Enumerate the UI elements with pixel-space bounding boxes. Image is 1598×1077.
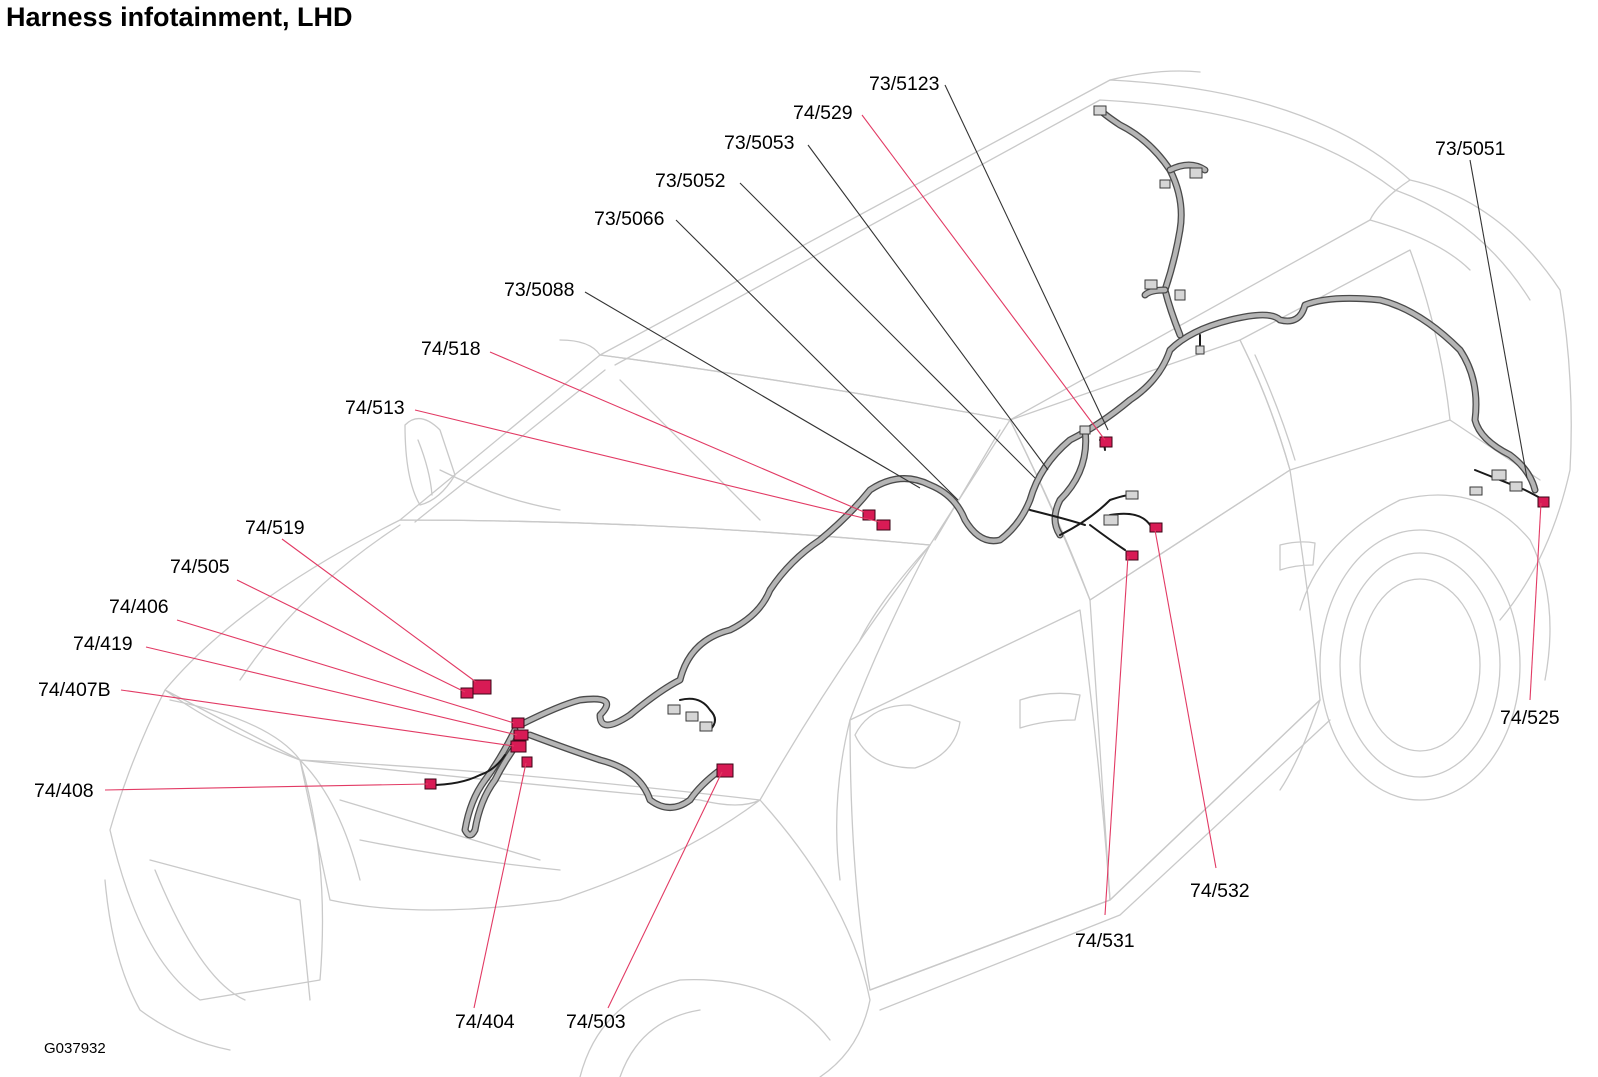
- connector-74-525: [1537, 496, 1550, 508]
- connector-74-531: [1125, 550, 1139, 561]
- callout-74-532: 74/532: [1190, 880, 1250, 902]
- leader-line-73-5088: [584, 291, 921, 489]
- leader-line-74-529: [861, 114, 1106, 441]
- callout-74-519: 74/519: [245, 517, 305, 539]
- callout-74-404: 74/404: [455, 1011, 515, 1033]
- leader-line-74-407B: [120, 689, 515, 747]
- leader-line-74-532: [1154, 529, 1217, 869]
- figure-code: G037932: [44, 1040, 106, 1057]
- connector-74-503: [716, 763, 734, 778]
- connector-74-404: [521, 756, 533, 768]
- callout-74-503: 74/503: [566, 1011, 626, 1033]
- connector-74-529: [1099, 436, 1113, 448]
- connector-74-407B: [510, 740, 527, 753]
- harness-infotainment: [424, 105, 1550, 839]
- connector-74-406: [511, 717, 525, 729]
- callout-74-525: 74/525: [1500, 707, 1560, 729]
- callout-labels: 73/5123 74/529 73/5053 73/5052 73/5066 7…: [34, 73, 1560, 1033]
- leader-line-74-406: [176, 619, 515, 724]
- leader-line-74-518: [489, 351, 865, 513]
- leader-line-74-525: [1529, 502, 1542, 701]
- connector-74-513: [876, 519, 891, 531]
- callout-74-518: 74/518: [421, 338, 481, 360]
- diagram-title: Harness infotainment, LHD: [6, 2, 353, 32]
- connector-74-532: [1149, 522, 1163, 533]
- callout-74-406: 74/406: [109, 596, 169, 618]
- leader-line-74-419: [145, 646, 518, 736]
- leader-line-73-5066: [675, 219, 959, 501]
- leader-line-74-404: [473, 762, 527, 1009]
- leader-line-74-505: [236, 579, 466, 693]
- connector-74-518: [862, 509, 876, 521]
- callout-74-407B: 74/407B: [38, 679, 111, 701]
- callout-73-5123: 73/5123: [869, 73, 940, 95]
- leader-line-73-5051: [1469, 159, 1528, 479]
- connector-74-519: [472, 679, 492, 695]
- callout-73-5066: 73/5066: [594, 208, 665, 230]
- callout-73-5051: 73/5051: [1435, 138, 1506, 160]
- callout-73-5052: 73/5052: [655, 170, 726, 192]
- callout-74-408: 74/408: [34, 780, 94, 802]
- callout-74-531: 74/531: [1075, 930, 1135, 952]
- leader-line-73-5123: [944, 84, 1109, 431]
- callout-74-513: 74/513: [345, 397, 405, 419]
- callout-73-5053: 73/5053: [724, 132, 795, 154]
- leader-line-74-519: [281, 538, 477, 683]
- leader-line-74-531: [1104, 555, 1129, 916]
- leader-line-74-408: [104, 783, 429, 791]
- car-body-outline: [104, 70, 1572, 1077]
- leader-line-73-5052: [739, 182, 1036, 479]
- callout-74-419: 74/419: [73, 633, 133, 655]
- leader-line-74-503: [607, 771, 723, 1009]
- callout-74-505: 74/505: [170, 556, 230, 578]
- callout-74-529: 74/529: [793, 102, 853, 124]
- connector-74-419: [513, 729, 529, 741]
- leader-line-73-5053: [807, 144, 1049, 471]
- leader-lines: [104, 84, 1542, 1009]
- connector-74-505: [460, 687, 474, 699]
- leader-line-74-513: [414, 409, 881, 523]
- callout-73-5088: 73/5088: [504, 279, 575, 301]
